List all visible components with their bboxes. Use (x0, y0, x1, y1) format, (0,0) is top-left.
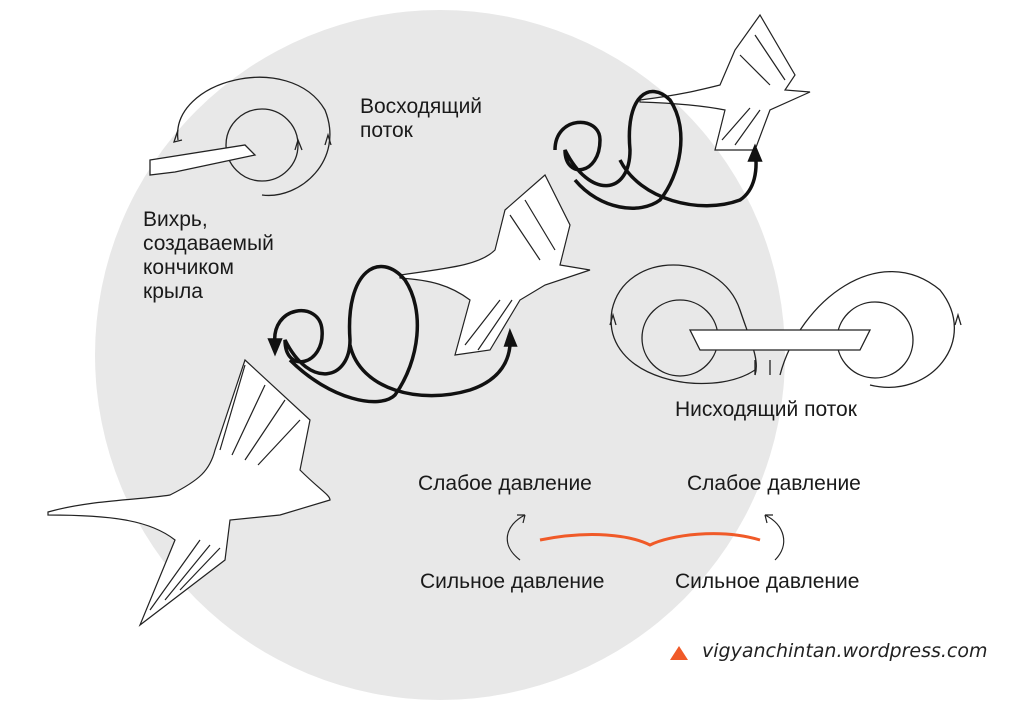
circulation-arrow-left (506, 514, 526, 561)
circulation-arrow-right (764, 514, 785, 561)
high-pressure-right-label: Сильное давление (675, 570, 860, 593)
wingtip-vortex-diagram (149, 76, 332, 197)
downdraft-label: Нисходящий поток (675, 398, 857, 421)
vortex-trail-lower (267, 264, 518, 404)
vortex-label-line1: Вихрь, (143, 208, 208, 231)
background-circle (95, 10, 785, 700)
updraft-label-line2: поток (360, 119, 413, 142)
updraft-label: Восходящий поток (360, 95, 482, 143)
low-pressure-left-label: Слабое давление (418, 472, 592, 495)
watermark-text: vigyanchintan.wordpress.com (702, 640, 988, 662)
downdraft-diagram (609, 264, 962, 388)
pressure-diagram (506, 514, 785, 561)
high-pressure-left-label: Сильное давление (420, 570, 605, 593)
vortex-label: Вихрь, создаваемый кончиком крыла (143, 208, 274, 304)
low-pressure-right-label: Слабое давление (687, 472, 861, 495)
vortex-label-line3: кончиком (143, 256, 234, 279)
vortex-trail-upper (553, 89, 763, 210)
bird-large-icon (47, 358, 331, 627)
wing-profile-line (539, 532, 761, 547)
watermark-triangle-icon (670, 646, 688, 660)
vortex-label-line4: крыла (143, 280, 203, 303)
updraft-label-line1: Восходящий (360, 95, 483, 118)
bird-middle-icon (399, 174, 591, 356)
vortex-label-line2: создаваемый (143, 232, 274, 255)
